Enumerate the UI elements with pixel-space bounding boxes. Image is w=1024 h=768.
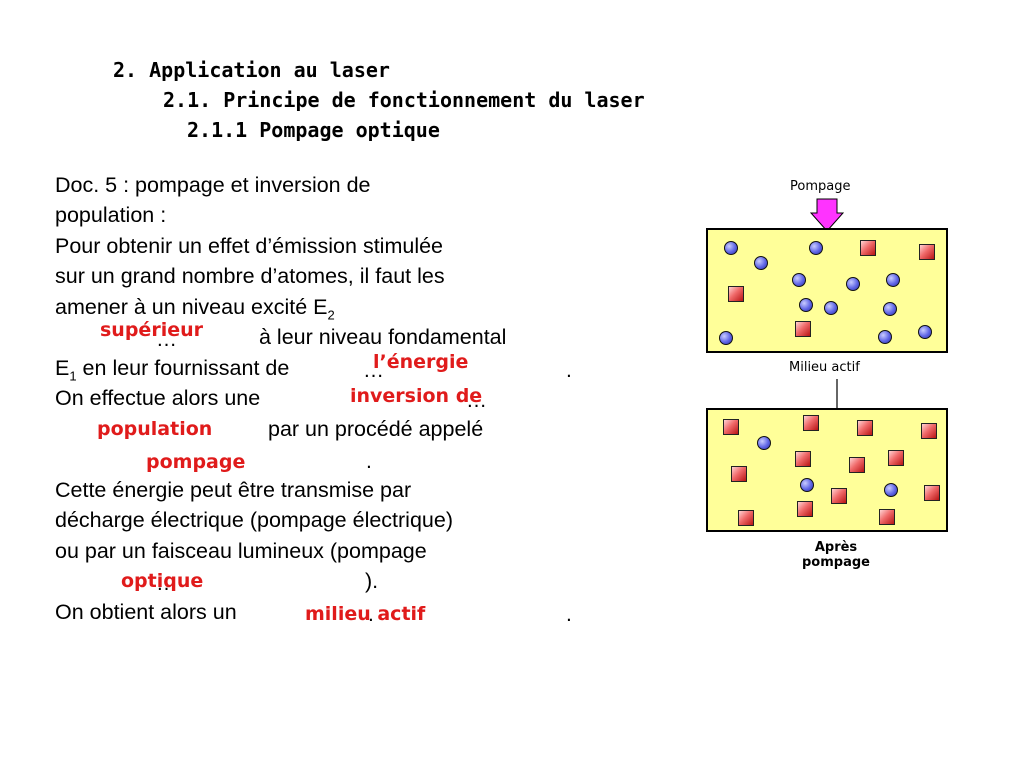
- medium-before-box: [706, 228, 948, 353]
- doc-line: On effectue alors une: [55, 386, 261, 410]
- doc-line: ).: [365, 569, 379, 593]
- ground-state-atom: [792, 273, 806, 287]
- medium-after-box: [706, 408, 948, 532]
- blank-dots: …: [363, 359, 384, 382]
- pump-arrow-icon: [810, 198, 844, 232]
- excited-state-atom: [879, 509, 895, 525]
- blank-dots: …: [466, 389, 487, 412]
- subscript: 1: [69, 368, 77, 384]
- pump-label: Pompage: [790, 179, 851, 194]
- answer-optique: optique: [121, 570, 204, 592]
- doc-line: E1 en leur fournissant de: [55, 353, 289, 392]
- after-pump-label-line: pompage: [802, 555, 870, 570]
- answer-superieur: supérieur: [100, 319, 203, 341]
- excited-state-atom: [921, 423, 937, 439]
- answer-energie: l’énergie: [373, 351, 469, 373]
- doc-line: Doc. 5 : pompage et inversion de: [55, 173, 371, 197]
- ground-state-atom: [809, 241, 823, 255]
- blank-period: .: [566, 603, 572, 626]
- heading-level-1: 2. Application au laser: [113, 58, 390, 82]
- ground-state-atom: [878, 330, 892, 344]
- excited-state-atom: [860, 240, 876, 256]
- heading-level-2: 2.1. Principe de fonctionnement du laser: [163, 88, 645, 112]
- ground-state-atom: [884, 483, 898, 497]
- doc-line: ou par un faisceau lumineux (pompage: [55, 539, 427, 563]
- excited-state-atom: [849, 457, 865, 473]
- ground-state-atom: [886, 273, 900, 287]
- excited-state-atom: [738, 510, 754, 526]
- heading-level-3: 2.1.1 Pompage optique: [187, 118, 440, 142]
- after-pump-label: Après pompage: [786, 540, 886, 570]
- doc-line-text: en leur fournissant de: [76, 356, 290, 380]
- doc-line: à leur niveau fondamental: [259, 325, 507, 349]
- ground-state-atom: [754, 256, 768, 270]
- excited-state-atom: [797, 501, 813, 517]
- doc-line-text: E: [55, 356, 70, 380]
- excited-state-atom: [795, 451, 811, 467]
- doc-line: par un procédé appelé: [268, 417, 484, 441]
- excited-state-atom: [728, 286, 744, 302]
- ground-state-atom: [883, 302, 897, 316]
- doc-line: amener à un niveau excité E2: [55, 292, 335, 331]
- doc-line: sur un grand nombre d’atomes, il faut le…: [55, 264, 445, 288]
- doc-line: population :: [55, 203, 167, 227]
- excited-state-atom: [795, 321, 811, 337]
- blank-period: .: [366, 450, 372, 473]
- ground-state-atom: [799, 298, 813, 312]
- blank-dots: …: [156, 328, 177, 351]
- subscript: 2: [327, 307, 335, 323]
- excited-state-atom: [831, 488, 847, 504]
- doc-line: décharge électrique (pompage électrique): [55, 508, 453, 532]
- after-pump-label-line: Après: [814, 540, 858, 555]
- ground-state-atom: [719, 331, 733, 345]
- excited-state-atom: [919, 244, 935, 260]
- blank-period: .: [566, 359, 572, 382]
- excited-state-atom: [803, 415, 819, 431]
- excited-state-atom: [888, 450, 904, 466]
- excited-state-atom: [731, 466, 747, 482]
- ground-state-atom: [918, 325, 932, 339]
- ground-state-atom: [824, 301, 838, 315]
- answer-milieu-actif: milieu actif: [305, 603, 426, 625]
- answer-population: population: [97, 418, 213, 440]
- doc-line-text: amener à un niveau excité E: [55, 295, 328, 319]
- doc-line: Pour obtenir un effet d’émission stimulé…: [55, 234, 444, 258]
- excited-state-atom: [723, 419, 739, 435]
- doc-line: On obtient alors un: [55, 600, 237, 624]
- ground-state-atom: [800, 478, 814, 492]
- ground-state-atom: [846, 277, 860, 291]
- blank-dots: …: [156, 572, 177, 595]
- ground-state-atom: [724, 241, 738, 255]
- excited-state-atom: [924, 485, 940, 501]
- blank-period: .: [368, 603, 374, 626]
- doc-line: Cette énergie peut être transmise par: [55, 478, 412, 502]
- ground-state-atom: [757, 436, 771, 450]
- answer-pompage: pompage: [146, 451, 246, 473]
- medium-label: Milieu actif: [789, 360, 860, 375]
- answer-inversion: inversion de: [350, 385, 483, 407]
- excited-state-atom: [857, 420, 873, 436]
